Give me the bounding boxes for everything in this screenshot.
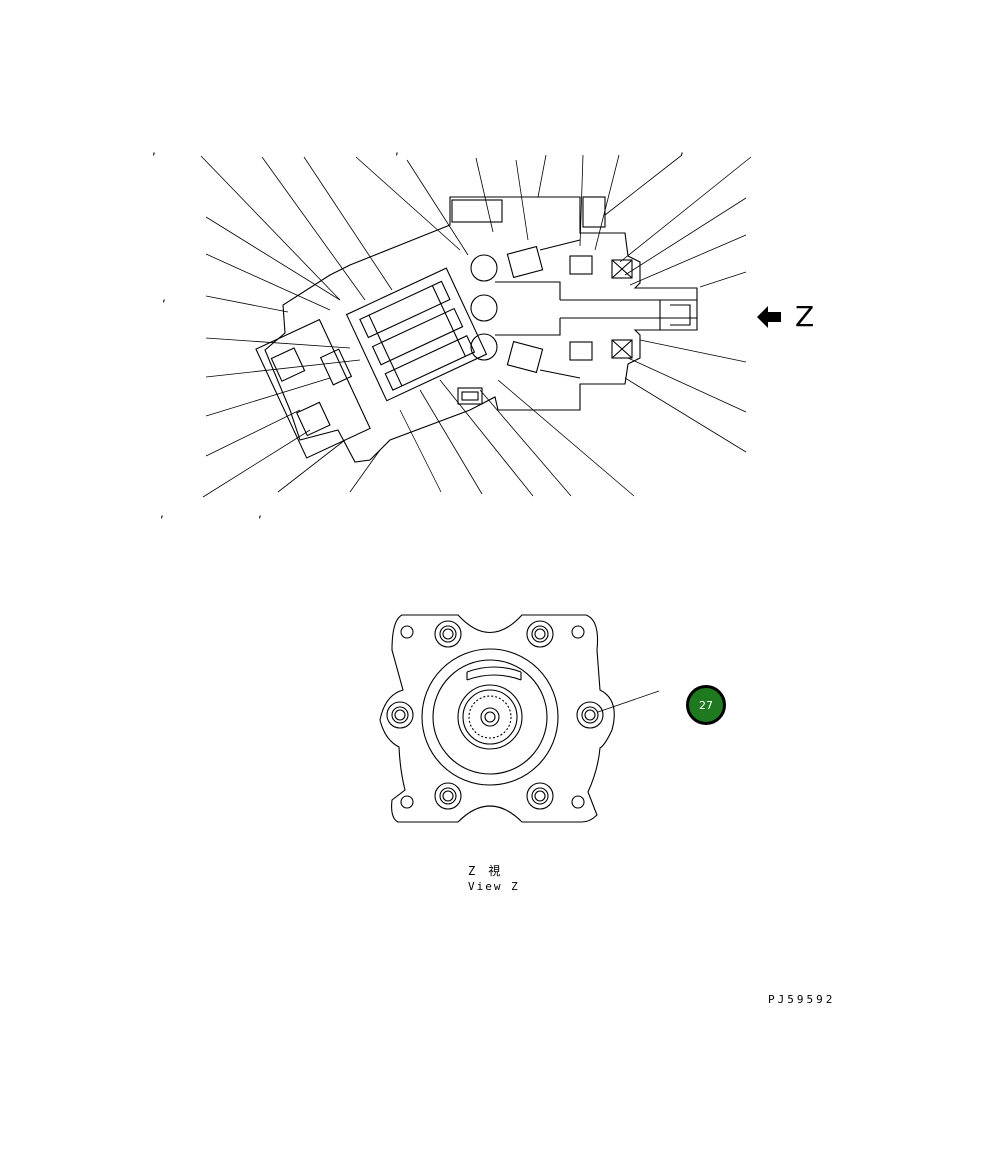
hub-outer: [457, 684, 523, 750]
drain-plug: [457, 387, 483, 405]
bolt-bottom-right: [526, 782, 554, 810]
view-z-title-en: View Z: [468, 880, 520, 893]
spline-ring: [468, 695, 512, 739]
hole-bottom-left: [400, 795, 414, 809]
hole-top-right: [571, 625, 585, 639]
shaft-center: [480, 707, 500, 727]
roller-bearing-4: [569, 341, 593, 361]
view-z-title-jp: Z 視: [468, 864, 501, 878]
comma-mark: ,: [162, 290, 166, 304]
bolt-top-right: [526, 620, 554, 648]
view-z-drawing: [379, 614, 615, 823]
bolt-left: [386, 701, 414, 729]
bearing-seal-bottom: [611, 339, 633, 359]
hub-inner: [462, 689, 518, 745]
bearing-seal-cross-top: [611, 259, 633, 279]
flange-bore-inner: [432, 659, 548, 775]
housing-top-rib: [451, 199, 503, 223]
arrow-icon: [757, 306, 781, 328]
inner-bore: [495, 239, 581, 379]
bolt-top-left: [434, 620, 462, 648]
inner-ring: [461, 391, 479, 401]
cylinder-block: [345, 267, 488, 402]
drawing-code: PJ59592: [768, 993, 836, 1006]
shaft-outline: [560, 299, 697, 330]
outer-housing: [264, 196, 698, 463]
flange-bore-outer: [421, 648, 559, 786]
roller-bearing-2: [569, 255, 593, 275]
ball-top: [470, 254, 498, 282]
top-arc-mark: [466, 666, 522, 681]
leader-lines: [200, 154, 752, 713]
bolt-right: [576, 701, 604, 729]
comma-mark: ,: [395, 143, 399, 157]
bolt-bottom-left: [434, 782, 462, 810]
part-callout-badge[interactable]: 27: [686, 685, 726, 725]
hole-top-left: [400, 625, 414, 639]
comma-mark: ,: [680, 143, 684, 157]
flange-outline: [379, 614, 615, 823]
section-view-body: [255, 196, 698, 463]
comma-mark: ,: [160, 506, 164, 520]
comma-mark: ,: [152, 143, 156, 157]
hole-bottom-right: [571, 795, 585, 809]
valve-plate: [255, 318, 371, 459]
roller-bearing-1: [506, 245, 544, 279]
ball-middle: [470, 294, 498, 322]
ball-bottom: [470, 333, 498, 361]
roller-bearing-3: [506, 340, 544, 374]
shaft-hole: [484, 711, 496, 723]
bearing-seal-cross-bottom: [611, 339, 633, 359]
comma-mark: ,: [258, 506, 262, 520]
view-direction-letter: Z: [795, 300, 815, 333]
